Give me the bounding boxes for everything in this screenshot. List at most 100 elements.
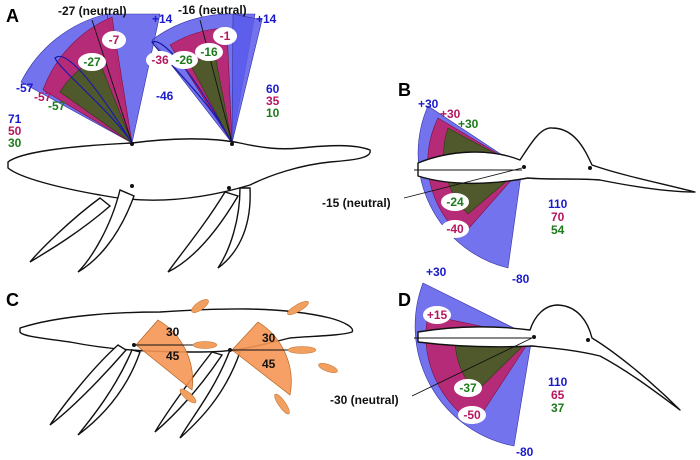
a-rear-mag-top-pill: [213, 27, 237, 45]
front-flipper-outline: [54, 55, 133, 144]
b-mag-top: +30: [440, 107, 461, 121]
panel-c-front-leg-2: [49, 344, 128, 426]
b-mag-bottom-pill: [441, 220, 469, 238]
b-mag-bottom: -40: [446, 222, 464, 236]
a-front-neutral-label: -27 (neutral): [58, 4, 127, 18]
front-neutral-axis: [91, 19, 133, 144]
c-flipper-blob-6: [274, 393, 290, 415]
rear-flipper-outline: [151, 40, 233, 144]
b-blue-bottom: -80: [512, 272, 530, 286]
panel-c-rear-leg: [179, 349, 241, 439]
c-rear-top: 30: [262, 331, 276, 345]
a-rear-mag-bottom: -36: [151, 53, 169, 67]
b-total-blue: 110: [548, 197, 568, 211]
a-front-blue-top: +14: [152, 12, 173, 26]
panel-b: B +30 +30 +30 -24 -40 -80 -15 (neutral) …: [322, 80, 696, 286]
c-rear-bottom: 45: [262, 357, 276, 371]
a-rear-green-bottom: -26: [175, 53, 193, 67]
panel-a-body: [7, 138, 371, 201]
panel-d: D +30 +15 -37 -50 -80 -30 (neutral) 110 …: [330, 265, 681, 459]
rear-pivot-dot: [230, 142, 234, 146]
c-flipper-blob-2: [192, 341, 218, 349]
a-front-blue-bottom: -57: [16, 81, 34, 95]
c-flipper-blob-4: [287, 301, 309, 315]
b-neutral-axis: [403, 167, 523, 199]
panel-a-front-leg-2: [29, 197, 112, 263]
front-hip-dot: [130, 184, 134, 188]
d-green-bottom-pill: [454, 379, 482, 397]
a-front-mag-top-pill: [102, 31, 126, 49]
c-front-bottom: 45: [166, 349, 180, 363]
d-total-blue: 110: [548, 375, 568, 389]
a-rear-green-top: -16: [200, 45, 218, 59]
panel-a-letter: A: [6, 6, 19, 26]
b-total-magenta: 70: [551, 210, 565, 224]
a-rear-blue-top: +14: [256, 12, 277, 26]
a-rear-total-blue: 60: [266, 82, 280, 96]
c-front-pivot-dot: [132, 343, 136, 347]
b-neutral-label: -15 (neutral): [322, 196, 391, 210]
b-total-green: 54: [551, 223, 565, 237]
panel-b-skull: [417, 127, 696, 193]
a-front-mag-bottom: -57: [34, 90, 52, 104]
d-mag-bottom-pill: [458, 406, 486, 424]
a-front-mag-top: -7: [109, 33, 120, 47]
d-eye-dot: [586, 338, 590, 342]
b-green-top: +30: [458, 117, 479, 131]
panel-c: C 30 45 30 45: [6, 290, 354, 439]
d-green-bottom: -37: [459, 381, 477, 395]
a-rear-mag-top: -1: [220, 29, 231, 43]
a-rear-green-top-pill: [195, 43, 223, 61]
d-blue-top: +30: [426, 265, 447, 279]
d-total-green: 37: [551, 401, 565, 415]
a-front-green-bottom: -57: [48, 99, 66, 113]
a-front-total-blue: 71: [8, 112, 22, 126]
rear-blue-wedge-upper: [231, 13, 263, 144]
rear-hip-dot: [227, 186, 231, 190]
c-flipper-blob-5: [287, 346, 317, 354]
a-rear-blue-bottom: -46: [156, 89, 174, 103]
panel-c-letter: C: [6, 290, 19, 310]
panel-c-body: [19, 308, 354, 353]
a-rear-green-bottom-pill: [170, 51, 198, 69]
panel-c-front-leg: [77, 349, 141, 436]
a-rear-mag-bottom-pill: [146, 51, 174, 69]
panel-a-front-leg: [77, 189, 135, 273]
d-neutral-label: -30 (neutral): [330, 393, 399, 407]
d-mag-top: +15: [427, 308, 448, 322]
c-front-wedge: [135, 319, 193, 391]
b-blue-top: +30: [418, 97, 439, 111]
panel-d-letter: D: [398, 290, 411, 310]
d-pivot-dot: [532, 335, 536, 339]
a-front-total-magenta: 50: [8, 124, 22, 138]
a-rear-neutral-label: -16 (neutral): [178, 3, 247, 17]
d-mag-bottom: -50: [463, 408, 481, 422]
c-rear-wedge: [231, 321, 292, 396]
panel-a: A -27 (neutral) -1: [6, 3, 371, 273]
b-eye-dot: [588, 166, 592, 170]
d-total-magenta: 65: [551, 388, 565, 402]
rear-neutral-axis: [199, 19, 233, 144]
b-green-bottom-pill: [441, 193, 469, 211]
a-front-green-top-pill: [78, 53, 106, 71]
c-front-top: 30: [166, 325, 180, 339]
b-green-bottom: -24: [446, 195, 464, 209]
panel-a-front-fan: [20, 13, 161, 144]
c-flipper-blob-7: [318, 363, 338, 373]
panel-a-rear-leg-2: [217, 187, 251, 269]
b-pivot-dot: [522, 165, 526, 169]
panel-a-rear-leg: [167, 191, 240, 273]
a-front-green-top: -27: [83, 55, 101, 69]
c-rear-pivot-dot: [228, 348, 232, 352]
c-flipper-blob-1: [191, 299, 209, 313]
d-blue-bottom: -80: [516, 445, 534, 459]
a-front-total-green: 30: [8, 136, 22, 150]
panel-b-letter: B: [398, 80, 411, 100]
d-neutral-axis: [411, 337, 533, 397]
front-pivot-dot: [130, 142, 134, 146]
panel-a-rear-fan: [151, 13, 263, 145]
panel-d-skull: [417, 304, 681, 411]
a-rear-total-magenta: 35: [266, 94, 280, 108]
a-rear-total-green: 10: [266, 106, 280, 120]
